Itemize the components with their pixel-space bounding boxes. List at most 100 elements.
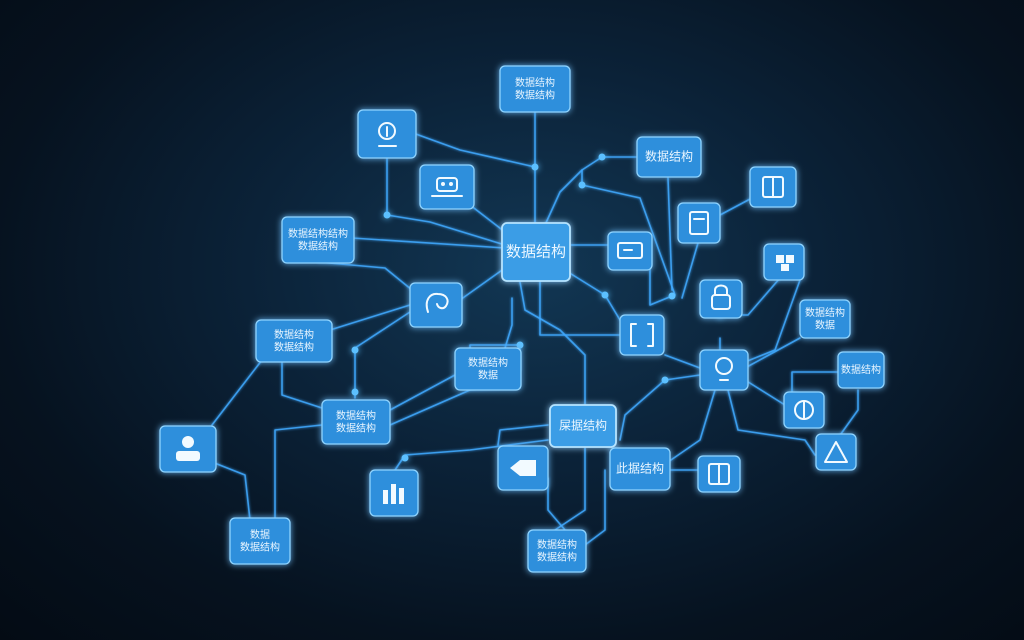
node-top-label: 数据结构数据结构 [515, 76, 555, 102]
node-right-mid[interactable]: 数据结构 [837, 351, 885, 389]
connection-lines [211, 109, 859, 546]
node-link-icon[interactable] [497, 445, 549, 491]
edge [329, 304, 411, 331]
edge [567, 271, 621, 321]
center-label: 数据结构 [506, 243, 566, 261]
node-lock-icon[interactable] [699, 279, 743, 319]
node-code-icon[interactable] [619, 314, 665, 356]
node-warning-icon[interactable] [815, 433, 857, 471]
edge [274, 424, 323, 521]
node-lower-right-label: 此据结构 [616, 461, 664, 476]
shield-icon [794, 400, 814, 420]
puzzle-icon [776, 255, 794, 271]
node-bulb-icon[interactable] [699, 349, 749, 391]
node-info-icon[interactable] [357, 109, 417, 159]
node-right-mid-label: 数据结构 [841, 363, 881, 376]
junction-dot [401, 454, 409, 462]
node-mid-center-label: 数据结构数据 [468, 356, 508, 382]
node-left-mid[interactable]: 数据结构数据结构 [255, 319, 333, 363]
archive-icon [762, 176, 784, 198]
edge [497, 424, 549, 446]
node-bar-chart-icon[interactable] [369, 469, 419, 517]
edge [389, 374, 456, 411]
node-user-icon[interactable] [159, 425, 217, 473]
node-document-icon[interactable] [677, 202, 721, 244]
edge [619, 374, 701, 441]
edge [719, 197, 753, 216]
edge [389, 387, 521, 426]
node-shield-icon[interactable] [783, 391, 825, 429]
node-top[interactable]: 数据结构数据结构 [499, 65, 571, 113]
edge [281, 361, 323, 409]
edge [386, 157, 506, 246]
node-robot-icon[interactable] [419, 164, 475, 210]
node-bottom[interactable]: 数据结构数据结构 [527, 529, 587, 573]
node-mid-center[interactable]: 数据结构数据 [454, 347, 522, 391]
edge [744, 379, 786, 406]
node-bottom-left[interactable]: 数据数据结构 [229, 517, 291, 565]
node-center[interactable]: 数据结构 [501, 222, 571, 282]
edge [459, 267, 506, 301]
junction-dot [601, 291, 609, 299]
edge [211, 359, 263, 426]
node-left-mid-label: 数据结构数据结构 [274, 328, 314, 354]
edge [681, 242, 699, 299]
edge [554, 447, 586, 531]
node-puzzle-icon[interactable] [763, 243, 805, 281]
secondary-label: 屎据结构 [559, 418, 607, 433]
node-left-upper[interactable]: 数据结构结构数据结构 [281, 216, 355, 264]
info-icon [378, 122, 397, 147]
node-secondary[interactable]: 屎据结构 [549, 404, 617, 448]
node-terminal-icon[interactable] [607, 231, 653, 271]
bar-chart-icon [383, 484, 404, 504]
edge [547, 477, 566, 531]
junction-dot [661, 376, 669, 384]
edge [667, 389, 716, 463]
brain-icon [425, 292, 449, 313]
edge [791, 371, 839, 396]
edge [354, 311, 411, 399]
edge [584, 469, 606, 546]
node-top-right[interactable]: 数据结构 [636, 136, 702, 178]
junction-dot [531, 163, 539, 171]
junction-dot [598, 153, 606, 161]
lock-icon [711, 284, 731, 310]
edge [837, 389, 859, 439]
node-left-upper-label: 数据结构结构数据结构 [288, 227, 348, 253]
node-right-upper[interactable]: 数据结构数据 [799, 299, 851, 339]
edge [667, 177, 673, 291]
edge [744, 279, 801, 363]
edge [394, 439, 549, 471]
edge [351, 237, 506, 249]
terminal-icon [617, 242, 643, 259]
node-lower-right[interactable]: 此据结构 [609, 447, 671, 491]
user-icon [176, 436, 200, 461]
node-grid-icon[interactable] [697, 455, 741, 493]
warning-icon [824, 441, 848, 463]
junction-dot [383, 211, 391, 219]
edge [412, 132, 536, 168]
node-right-upper-label: 数据结构数据 [805, 306, 845, 332]
node-brain-icon[interactable] [409, 282, 463, 328]
edge [469, 204, 506, 233]
node-bottom-left-label: 数据数据结构 [240, 528, 280, 554]
bulb-icon [715, 357, 733, 381]
robot-icon [431, 177, 463, 197]
edge [211, 461, 251, 521]
code-icon [630, 323, 654, 347]
node-archive-icon[interactable] [749, 166, 797, 208]
junction-dot [668, 292, 676, 300]
edge [544, 156, 637, 226]
junction-dot [578, 181, 586, 189]
edge [727, 389, 816, 456]
nodes: 数据结构数据结构 数据结构结构数据结构 [159, 65, 885, 573]
link-icon [510, 460, 536, 476]
edge [504, 297, 513, 349]
junction-dot [351, 388, 359, 396]
edge [519, 281, 586, 406]
edge [539, 281, 621, 336]
node-mid-lower[interactable]: 数据结构数据结构 [321, 399, 391, 445]
edge [664, 354, 701, 369]
edge [649, 257, 673, 306]
